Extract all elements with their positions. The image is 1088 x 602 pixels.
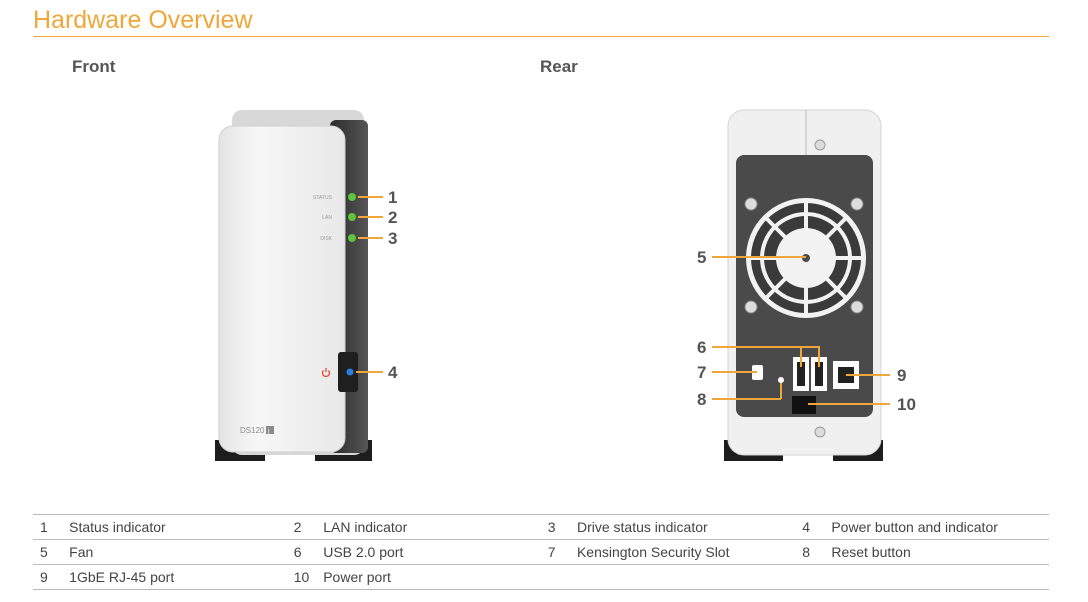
front-panel	[218, 125, 346, 453]
rear-bottom-screw	[814, 426, 826, 438]
usb-port-2-inner	[815, 362, 823, 386]
callout-4: 4	[388, 363, 398, 382]
legend-number: 5	[40, 544, 48, 560]
table-row: 5 Fan 6 USB 2.0 port 7 Kensington Securi…	[33, 539, 1049, 565]
title-divider	[33, 36, 1049, 37]
legend-label	[577, 565, 795, 590]
legend-label: Fan	[69, 544, 94, 560]
legend-label: Reset button	[831, 544, 911, 560]
led-label-disk: DISK	[320, 236, 332, 242]
rear-section-label: Rear	[540, 57, 578, 76]
led-label-lan: LAN	[322, 215, 332, 221]
power-icon	[321, 368, 331, 378]
callout-5: 5	[697, 248, 706, 267]
legend-number: 10	[293, 569, 310, 585]
legend-label: Power port	[323, 569, 391, 585]
led-label-status: STATUS	[313, 195, 333, 201]
callout-6: 6	[697, 338, 706, 357]
power-button-led	[346, 368, 354, 376]
legend-label: Drive status indicator	[576, 519, 708, 535]
callout-10: 10	[897, 395, 916, 414]
legend-number: 6	[293, 544, 302, 560]
table-row: 1 Status indicator 2 LAN indicator 3 Dri…	[33, 514, 1049, 540]
reset-button-hole	[778, 377, 784, 383]
power-port	[792, 396, 816, 414]
kensington-slot	[752, 365, 763, 380]
front-section-label: Front	[72, 57, 116, 76]
legend-number: 3	[547, 519, 556, 535]
callout-7: 7	[697, 363, 706, 382]
legend-label: Power button and indicator	[831, 519, 998, 535]
legend-number: 7	[547, 544, 556, 560]
table-row: 9 1GbE RJ-45 port 10 Power port	[33, 564, 1049, 590]
model-suffix: j	[267, 428, 270, 435]
model-label: DS120	[240, 426, 265, 435]
usb-port-1-inner	[797, 362, 805, 386]
rear-device-illustration: 5 6 7 8 9 10	[697, 109, 916, 461]
legend-label: Status indicator	[69, 519, 166, 535]
legend-number: 9	[40, 569, 48, 585]
legend-number: 4	[802, 519, 810, 535]
legend-number: 8	[802, 544, 810, 560]
callout-9: 9	[897, 366, 906, 385]
legend-label: LAN indicator	[323, 519, 408, 535]
disk-led	[348, 234, 356, 242]
status-led	[348, 193, 356, 201]
legend-label	[831, 565, 1049, 590]
rear-top-screw	[814, 139, 826, 151]
fan	[744, 197, 866, 318]
legend-number: 1	[40, 519, 48, 535]
callout-8: 8	[697, 390, 706, 409]
callout-2: 2	[388, 208, 397, 227]
component-legend-table: 1 Status indicator 2 LAN indicator 3 Dri…	[33, 514, 1049, 590]
front-device-illustration: STATUS LAN DISK DS120 j 1 2 3 4	[215, 110, 398, 461]
legend-label: USB 2.0 port	[323, 544, 404, 560]
legend-number	[541, 565, 577, 590]
model-suffix-badge	[266, 426, 274, 434]
callout-3: 3	[388, 229, 397, 248]
legend-label: 1GbE RJ-45 port	[69, 569, 175, 585]
legend-label: Kensington Security Slot	[576, 544, 730, 560]
page-title: Hardware Overview	[33, 6, 253, 34]
legend-number: 2	[293, 519, 302, 535]
lan-led	[348, 213, 356, 221]
callout-1: 1	[388, 188, 397, 207]
legend-number	[795, 565, 831, 590]
